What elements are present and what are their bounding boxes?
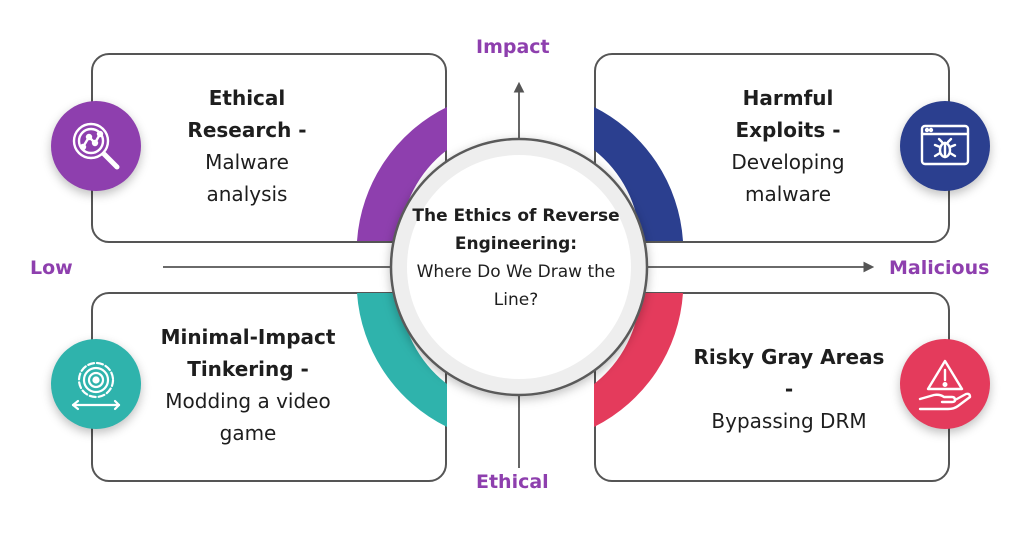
center-title: The Ethics of Reverse Engineering: [412,206,620,254]
axis-label-low: Low [30,257,73,279]
arc-top-right [594,107,683,241]
card-description: Malware analysis [205,150,289,206]
card-description: Developing malware [731,150,845,206]
card-text-harmful-exploits: Harmful Exploits - Developing malware [713,82,863,210]
axis-label-impact: Impact [476,36,550,58]
card-title: Ethical Research - [187,86,307,142]
card-title: Risky Gray Areas - [693,345,885,401]
card-title: Minimal-Impact Tinkering - [160,325,336,381]
card-description: Modding a video game [165,389,331,445]
card-text-risky-gray-areas: Risky Gray Areas - Bypassing DRM [686,341,892,437]
card-description: Bypassing DRM [711,409,867,433]
center-subtitle: Where Do We Draw the Line? [416,262,616,310]
axis-label-malicious: Malicious [889,257,990,279]
magnifier-analysis-icon [51,101,141,191]
card-text-ethical-research: Ethical Research - Malware analysis [172,82,322,210]
card-text-minimal-impact: Minimal-Impact Tinkering - Modding a vid… [140,321,356,449]
card-title: Harmful Exploits - [735,86,841,142]
arc-bottom-right [594,293,683,427]
arc-top-left [357,107,447,241]
hand-warning-icon [900,339,990,429]
browser-bug-icon [900,101,990,191]
gear-target-icon [51,339,141,429]
center-text: The Ethics of Reverse Engineering: Where… [410,202,622,314]
arc-bottom-left [357,293,447,427]
center-inner-circle [407,155,631,379]
axis-label-ethical: Ethical [476,471,549,493]
